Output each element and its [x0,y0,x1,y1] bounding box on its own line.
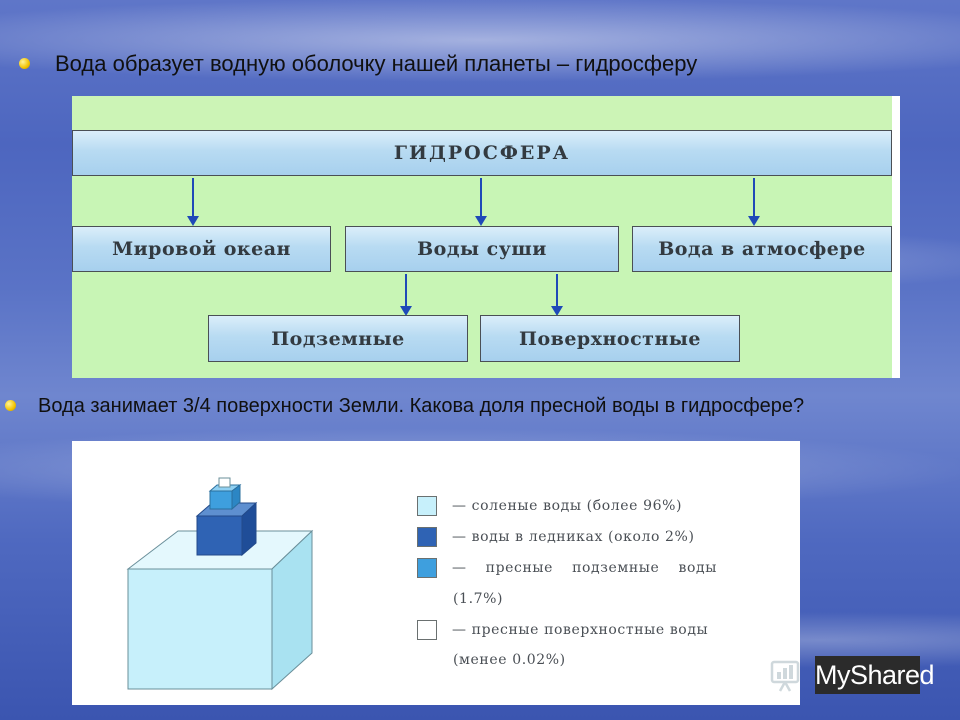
arrow-to-ocean [187,178,199,226]
diagram-box-surface: Поверхностные [480,315,740,362]
legend-surface-swatch [417,620,437,640]
legend-surface-text: — пресные поверхностные воды [452,622,709,638]
legend-ground-value: (1.7%) [453,591,504,607]
diagram-label-atmosphere: Вода в атмосфере [658,238,866,260]
diagram-box-underground: Подземные [208,315,468,362]
legend-ground-text: — пресные подземные воды [452,560,717,576]
arrow-to-surface [551,274,563,316]
arrow-to-underground [400,274,412,316]
diagram-label-ocean: Мировой океан [112,238,291,260]
diagram-label-land-waters: Воды суши [417,238,547,260]
legend-ice-swatch [417,527,437,547]
diagram-label-underground: Подземные [271,327,405,350]
surface-cube [218,477,231,488]
diagram-box-ocean: Мировой океан [72,226,331,272]
legend-salt-swatch [417,496,437,516]
bullet-1-text: Вода образует водную оболочку нашей план… [55,51,698,76]
bullet-2-text: Вода занимает 3/4 поверхности Земли. Как… [38,395,805,417]
salt-cube-front [127,568,273,690]
diagram-root-box: ГИДРОСФЕРА [72,130,892,176]
myshared-logo-icon [770,660,800,692]
water-share-panel: — соленые воды (более 96%) — воды в ледн… [72,441,800,705]
arrow-to-land-waters [475,178,487,226]
legend-ice-text: — воды в ледниках (около 2%) [452,529,695,545]
legend-ground-swatch [417,558,437,578]
myshared-watermark: MyShared [815,656,935,694]
water-cubes-illustration [126,477,314,691]
legend-surface-value: (менее 0.02%) [453,652,566,668]
diagram-root-label: ГИДРОСФЕРА [393,142,571,164]
legend-salt-text: — соленые воды (более 96%) [452,498,683,514]
diagram-top-strip [72,96,892,131]
ice-cube-front [196,515,243,556]
ground-cube-front [209,490,233,510]
arrow-to-atmosphere [748,178,760,226]
hydrosphere-diagram: ГИДРОСФЕРА Мировой океан Воды суши Вода … [72,96,900,378]
bullet-1-icon [19,58,30,69]
bullet-2-icon [5,400,16,411]
diagram-box-land-waters: Воды суши [345,226,619,272]
diagram-box-atmosphere: Вода в атмосфере [632,226,892,272]
diagram-label-surface: Поверхностные [519,327,701,350]
